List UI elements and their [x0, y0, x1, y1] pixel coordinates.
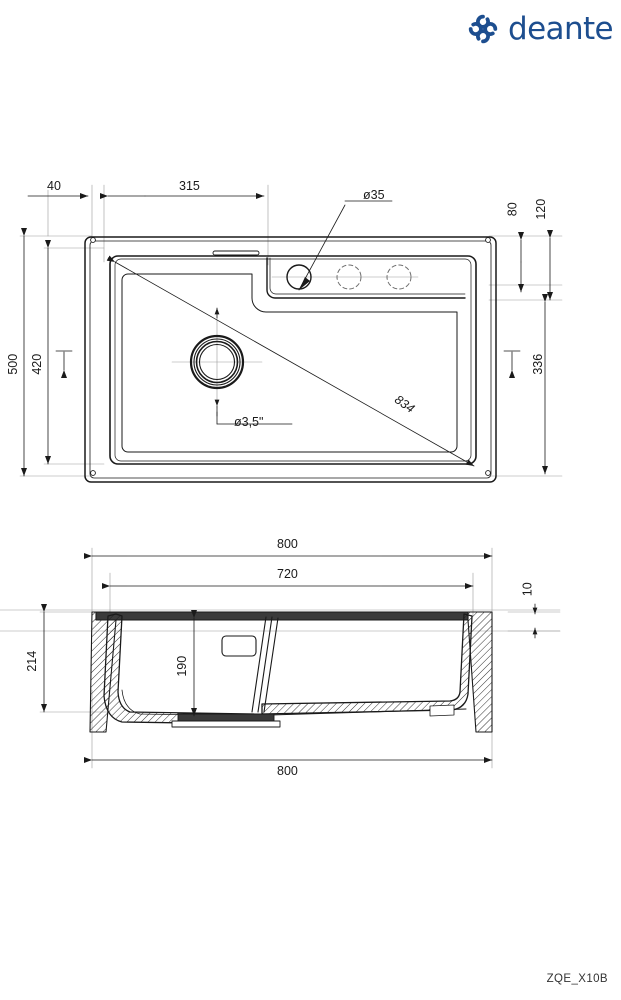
brand-name: deante — [508, 10, 614, 47]
dim-label-dia35-inch: ø3,5" — [234, 415, 264, 429]
tap-ledge-outline — [266, 257, 466, 299]
dim-label-10: 10 — [520, 582, 535, 597]
dim-label-336: 336 — [531, 353, 546, 375]
rim-slot-icon — [212, 250, 260, 256]
dim-label-190: 190 — [175, 655, 190, 677]
sink-rim-outline — [84, 236, 497, 483]
dim-label-40: 40 — [47, 179, 61, 193]
dim-label-120: 120 — [534, 198, 549, 220]
dim-label-420: 420 — [30, 353, 45, 375]
dim-label-214: 214 — [25, 650, 40, 672]
dim-label-800-bottom: 800 — [277, 764, 298, 778]
model-code: ZQE_X10B — [546, 973, 608, 985]
dim-label-80: 80 — [505, 202, 520, 217]
deante-pinwheel-logo-icon — [468, 14, 498, 44]
rim-plate — [95, 611, 469, 621]
drainer-right-section — [261, 613, 473, 715]
bowl-bottom-outline — [121, 273, 458, 453]
dim-label-720: 720 — [277, 567, 298, 581]
dim-label-dia35: ø35 — [363, 188, 385, 202]
drain-sump — [171, 713, 281, 728]
section-view-group — [0, 547, 561, 769]
dim-label-800-top: 800 — [277, 537, 298, 551]
dim-label-315: 315 — [179, 179, 200, 193]
dim-label-500: 500 — [6, 353, 21, 375]
top-view-group — [19, 184, 563, 483]
overflow-slot — [221, 635, 257, 657]
brand-logo: deante — [466, 6, 616, 52]
